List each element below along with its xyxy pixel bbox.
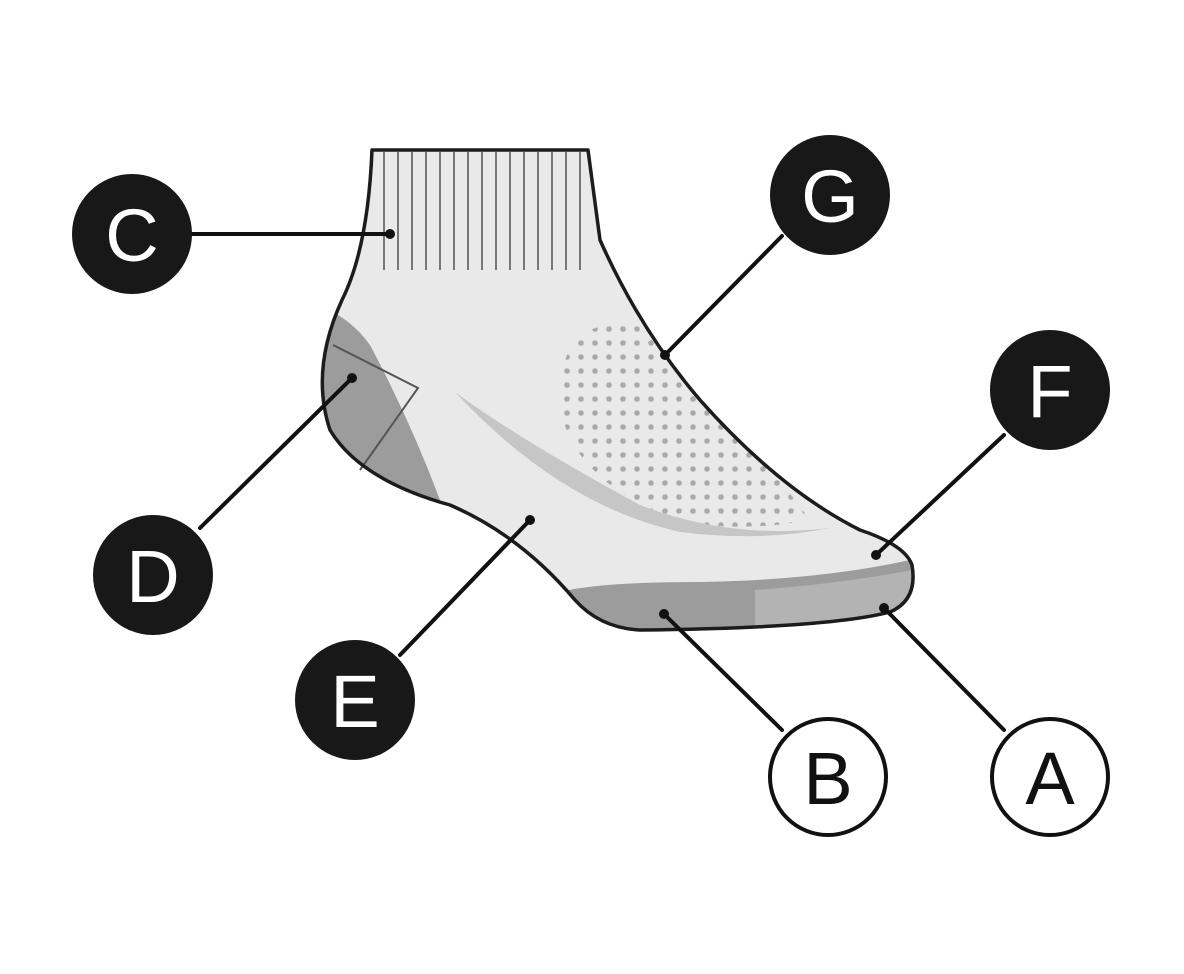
label-e: E xyxy=(330,660,379,743)
label-f: F xyxy=(1027,350,1072,433)
leader-b xyxy=(662,612,784,732)
label-b: B xyxy=(803,737,852,820)
leader-lines xyxy=(188,232,1006,732)
badge-g: G xyxy=(770,135,890,255)
leader-end-dots xyxy=(347,229,889,619)
badge-d: D xyxy=(93,515,213,635)
leader-g xyxy=(663,234,784,357)
badge-a: A xyxy=(990,717,1110,837)
label-a: A xyxy=(1025,737,1075,820)
mesh-panel xyxy=(560,324,810,527)
arch-band xyxy=(455,392,830,537)
leader-e xyxy=(398,518,532,657)
badge-c: C xyxy=(72,174,192,294)
cuff-ribs xyxy=(383,152,581,270)
label-g: G xyxy=(801,155,859,238)
leader-a xyxy=(882,606,1006,732)
leader-f xyxy=(874,433,1006,557)
leader-d xyxy=(198,376,354,530)
badge-f: F xyxy=(990,330,1110,450)
badge-b: B xyxy=(768,717,888,837)
label-c: C xyxy=(105,194,158,277)
heel-pocket xyxy=(332,344,420,471)
label-d: D xyxy=(126,535,179,618)
badge-e: E xyxy=(295,640,415,760)
